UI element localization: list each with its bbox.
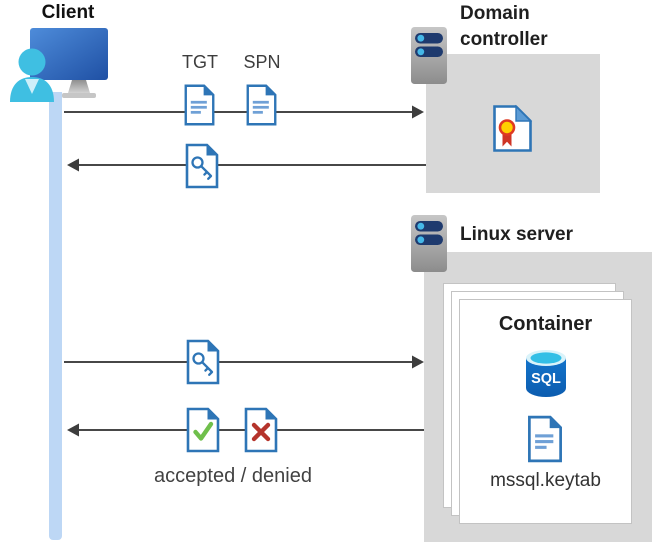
client-icon [10, 28, 108, 102]
linux-server-icon [410, 214, 448, 273]
container-card: Container SQL mssql.keytab [459, 299, 632, 524]
arrow-client-to-domain-controller [64, 105, 424, 119]
ticket-key-document-icon-top [184, 142, 220, 190]
keytab-document-icon [526, 414, 564, 464]
spn-label: SPN [243, 52, 281, 72]
spn-document-icon [245, 82, 278, 128]
container-label: Container [498, 313, 593, 335]
sql-database-icon: SQL [523, 347, 569, 400]
tgt-document-icon [183, 82, 216, 128]
accepted-denied-label: accepted / denied [154, 465, 312, 487]
arrow-domain-controller-to-client [67, 158, 426, 172]
linux-server-label: Linux server [460, 224, 573, 245]
tgt-label: TGT [182, 52, 218, 72]
denied-document-icon [243, 406, 279, 454]
keytab-label: mssql.keytab [490, 470, 601, 491]
certificate-icon [492, 104, 533, 153]
client-label: Client [41, 2, 95, 23]
domain-controller-server-icon [410, 26, 448, 85]
client-lifeline [49, 92, 62, 540]
sql-icon-label: SQL [531, 371, 561, 387]
domain-controller-label: Domain controller [460, 3, 548, 51]
accepted-document-icon [185, 406, 221, 454]
ticket-key-document-icon-bottom [185, 338, 221, 386]
arrow-client-to-linux-server [64, 355, 424, 369]
